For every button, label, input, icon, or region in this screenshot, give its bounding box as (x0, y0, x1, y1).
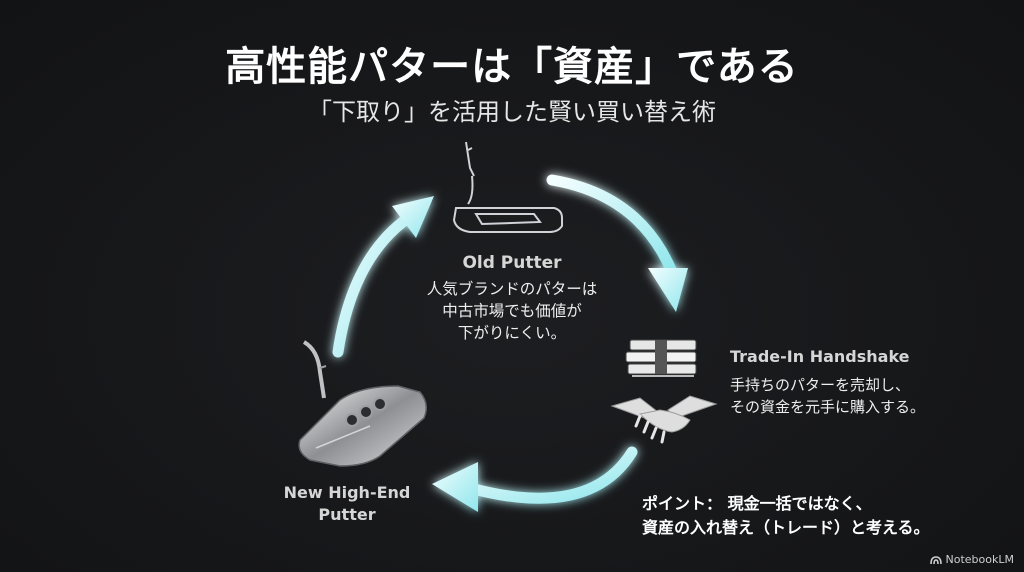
arrow-to-new-putter (432, 446, 638, 512)
arrow-to-trade-in (546, 174, 688, 312)
notebooklm-logo-icon (929, 555, 942, 564)
brand-watermark: NotebookLM (929, 553, 1014, 566)
old-putter-icon (452, 141, 563, 233)
old-putter-desc-line: 中古市場でも価値が (442, 302, 582, 320)
old-putter-description: 人気ブランドのパターは 中古市場でも価値が 下がりにくい。 (392, 278, 632, 344)
point-note-line: 資産の入れ替え（トレード）と考える。 (642, 518, 930, 537)
point-note-line: ポイント： 現金一括ではなく、 (642, 494, 872, 513)
new-putter-icon (298, 340, 427, 467)
old-putter-desc-line: 下がりにくい。 (457, 324, 567, 342)
slide-subtitle: 「下取り」を活用した賢い買い替え術 (308, 98, 716, 126)
money-stack-icon (625, 339, 697, 377)
slide-title: 高性能パターは「資産」である (225, 44, 799, 90)
old-putter-title: Old Putter (462, 253, 562, 273)
point-note: ポイント： 現金一括ではなく、 資産の入れ替え（トレード）と考える。 (642, 492, 930, 540)
old-putter-desc-line: 人気ブランドのパターは (426, 280, 598, 298)
trade-in-desc-line: 手持ちのパターを売却し、 (730, 376, 911, 394)
new-putter-title-line: New High-End (283, 483, 411, 502)
new-putter-title: New High-End Putter (262, 482, 432, 526)
trade-in-desc-line: その資金を元手に購入する。 (730, 398, 926, 416)
new-putter-title-line: Putter (318, 505, 376, 524)
trade-in-description: 手持ちのパターを売却し、 その資金を元手に購入する。 (730, 374, 925, 418)
brand-name: NotebookLM (945, 553, 1014, 566)
handshake-icon (610, 395, 718, 444)
trade-in-title: Trade-In Handshake (730, 347, 910, 366)
arrow-to-old-putter (332, 196, 434, 358)
